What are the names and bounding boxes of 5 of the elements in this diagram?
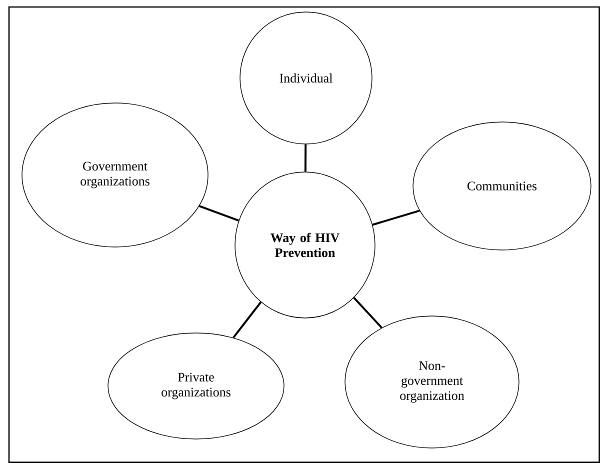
connector-line: [353, 297, 382, 328]
connector-line: [372, 210, 420, 226]
connector-line: [304, 144, 307, 172]
connector-line: [232, 302, 262, 338]
connector-line: [198, 205, 240, 222]
